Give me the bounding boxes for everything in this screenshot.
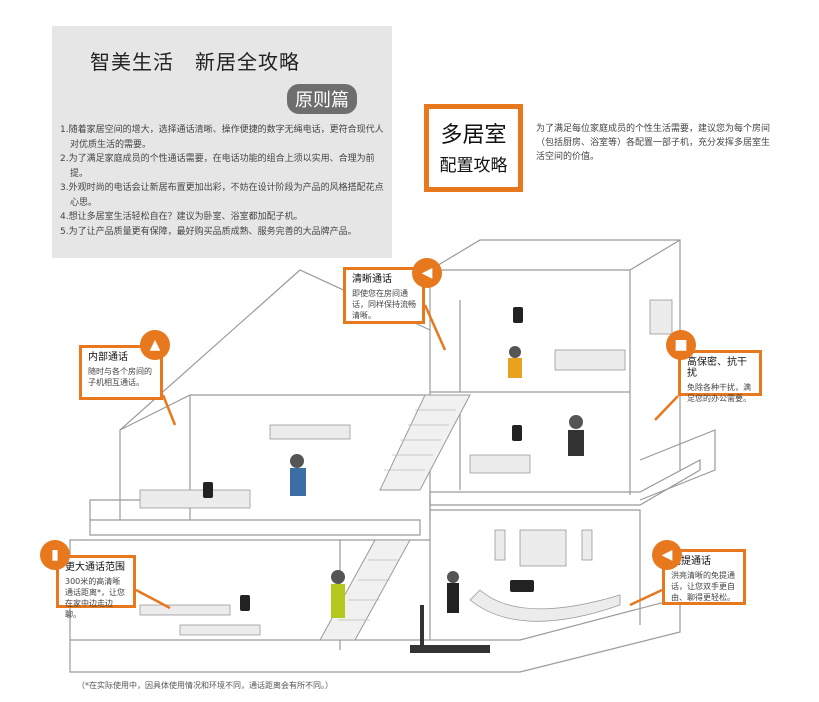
signal-icon: ▮ [40, 540, 70, 570]
multi-room-line2: 配置攻略 [439, 156, 508, 176]
speaker-icon: ◀ [652, 540, 682, 570]
callout-text: 洪亮清晰的免提通话，让您双手更自由、聊得更轻松。 [671, 571, 735, 602]
intro-point: 4.想让多居室生活轻松自在？建议为卧室、浴室都加配子机。 [60, 212, 303, 222]
intro-point: 5.为了让产品质量更有保障，最好购买品质成熟、服务完善的大品牌产品。 [60, 226, 357, 237]
bed [139, 489, 251, 509]
window [649, 299, 673, 335]
callout-title: 清晰通话 [352, 274, 392, 285]
intro-panel: 智美生活 新居全攻略 原则篇 1.随着家居空间的增大，选择通话清晰、操作便捷的数… [52, 26, 392, 258]
callout-range: 更大通话范围 300米的高清晰通话距离*，让您在家中边走边聊。 [56, 555, 136, 619]
intro-title: 智美生活 新居全攻略 [90, 50, 300, 74]
megaphone-icon: ◀ [412, 258, 442, 288]
phone-handset [512, 425, 522, 441]
tv-set [519, 529, 567, 567]
lock-icon: ■ [666, 330, 696, 360]
leader-clear [423, 304, 447, 351]
person-head [290, 454, 304, 468]
callout-text: 随时与各个房间的子机相互通话。 [88, 367, 152, 387]
leader-inner [161, 394, 177, 426]
intro-list: 1.随着家居空间的增大，选择通话清晰、操作便捷的数字无绳电话，更符合现代人对优质… [60, 123, 386, 239]
leader-range [135, 588, 171, 610]
upper-bed [554, 349, 626, 371]
callout-text: 300米的高清晰通话距离*，让您在家中边走边聊。 [65, 577, 125, 619]
multi-room-line1: 多居室 [440, 123, 507, 148]
treadmill [410, 645, 490, 653]
intro-point: 1.随着家居空间的增大，选择通话清晰、操作便捷的数字无绳电话，更符合现代人对优质… [60, 125, 384, 150]
sofa [469, 589, 621, 622]
callout-secure: 高保密、抗干扰 免除各种干扰，满足您的办公需要。 [678, 350, 762, 403]
callout-title: 免提通话 [671, 556, 711, 567]
shirt-icon: ▲ [140, 330, 170, 360]
tower-walls [429, 269, 631, 495]
phone-base [510, 580, 534, 592]
multi-room-heading: 多居室 配置攻略 [424, 104, 523, 192]
multi-room-description: 为了满足每位家庭成员的个性生活需要，建议您为每个房间（包括厨房、浴室等）各配置一… [536, 124, 771, 162]
callout-text: 即使您在房间通话，同样保持流畅清晰。 [352, 289, 416, 320]
intro-point: 2.为了满足家庭成员的个性通话需要，在电话功能的组合上须以实用、合理为前提。 [60, 154, 375, 179]
phone-handset [203, 482, 213, 498]
phone-handset [240, 595, 250, 611]
leader-secure [654, 395, 679, 421]
callout-text: 免除各种干扰，满足您的办公需要。 [687, 383, 751, 403]
intro-badge: 原则篇 [287, 84, 357, 114]
bathtub [469, 454, 531, 474]
callout-clear-calling: 清晰通话 即使您在房间通话，同样保持流畅清晰。 [343, 267, 425, 324]
phone-handset [513, 307, 523, 323]
callout-title: 内部通话 [88, 352, 128, 363]
intro-point: 3.外观时尚的电话会让新居布置更加出彩，不妨在设计阶段为产品的风格搭配花点心思。 [60, 183, 384, 208]
kitchen-counter [139, 604, 231, 616]
leader-hands [629, 588, 663, 607]
middle-slab-left [89, 519, 421, 536]
callout-title: 高保密、抗干扰 [687, 357, 747, 379]
callout-title: 更大通话范围 [65, 562, 125, 573]
upper-staircase [379, 394, 471, 491]
footnote: （*在实际使用中，因具体使用情况和环境不同，通话距离会有所不同。） [77, 681, 333, 690]
ground-right-wall [430, 509, 641, 625]
